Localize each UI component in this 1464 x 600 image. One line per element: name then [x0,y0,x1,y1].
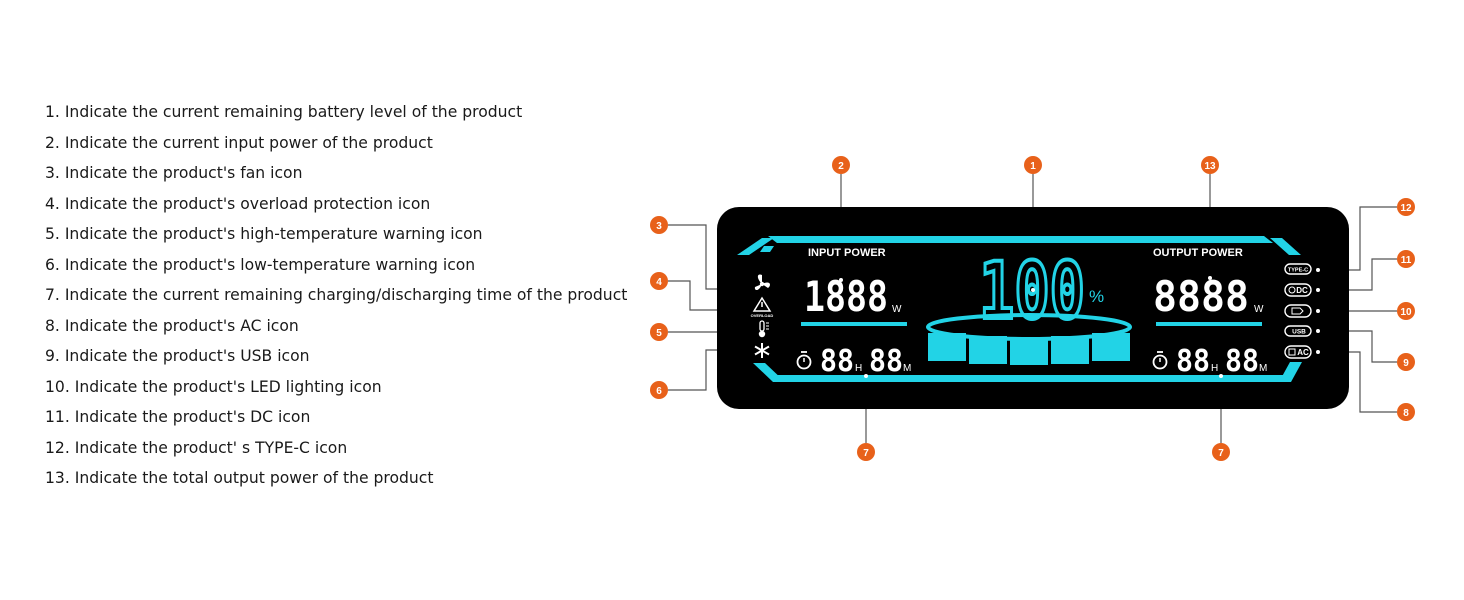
legend-item-5: 5. Indicate the product's high-temperatu… [45,225,483,243]
ac-icon: AC [1284,345,1312,359]
legend-list: 1. Indicate the current remaining batter… [45,98,627,495]
legend-item-4: 4. Indicate the product's overload prote… [45,194,431,213]
usb-icon: USB [1284,325,1312,337]
output-minutes-unit: M [1259,363,1267,374]
type-c-icon: TYPE-C [1284,263,1312,275]
output-minutes-digits: 88 [1225,344,1259,379]
callout-3: 3 [650,216,668,234]
usb-text: USB [1292,329,1306,336]
input-hours-digits: 88 [820,344,854,379]
legend-item-13: 13. Indicate the total output power of t… [45,469,434,487]
fan-icon [754,274,770,291]
low-temperature-icon [754,343,770,358]
svg-text:3: 3 [656,221,662,232]
svg-text:2: 2 [838,161,844,172]
legend-item-12: 12. Indicate the product' s TYPE-C icon [45,438,348,457]
legend-item-3: 3. Indicate the product's fan icon [45,164,303,182]
svg-text:7: 7 [1218,448,1224,459]
svg-text:12: 12 [1400,203,1412,214]
output-power-label: OUTPUT POWER [1153,247,1243,259]
svg-text:7: 7 [863,448,869,459]
led-light-icon [1284,304,1312,318]
legend-item-2: 2. Indicate the current input power of t… [45,133,433,152]
anchor-dots [839,268,1320,378]
svg-text:8: 8 [1403,408,1409,419]
output-underline [1156,322,1262,326]
output-watt-unit: W [1254,304,1264,315]
ac-text: AC [1297,348,1309,357]
svg-text:10: 10 [1400,307,1412,318]
svg-text:6: 6 [656,386,662,397]
output-hours-digits: 88 [1176,344,1210,379]
battery-percentage-digits: 100 [979,247,1085,337]
callout-10: 10 [1397,302,1415,320]
callout-12: 12 [1397,198,1415,216]
callout-13: 13 [1201,156,1219,174]
callout-7-input: 7 [857,443,875,461]
svg-text:5: 5 [656,328,662,339]
legend-item-9: 9. Indicate the product's USB icon [45,347,310,365]
legend-item-8: 8. Indicate the product's AC icon [45,316,299,335]
battery-percent-sign: % [1089,287,1104,306]
dc-text: DC [1296,286,1308,295]
input-power-digits: 1888 [804,272,888,321]
input-minutes-digits: 88 [869,344,903,379]
input-underline [801,322,907,326]
overload-icon: OVERLOAD [751,296,774,318]
input-watt-unit: W [892,304,902,315]
legend-item-1: 1. Indicate the current remaining batter… [45,103,523,121]
callout-6: 6 [650,381,668,399]
type-c-text: TYPE-C [1288,268,1308,274]
callout-1: 1 [1024,156,1042,174]
callout-8: 8 [1397,403,1415,421]
callout-4: 4 [650,272,668,290]
svg-text:9: 9 [1403,358,1409,369]
svg-text:11: 11 [1401,255,1412,266]
legend-item-10: 10. Indicate the product's LED lighting … [45,377,382,396]
svg-text:4: 4 [656,277,662,288]
dc-icon: DC [1284,283,1312,297]
legend-item-11: 11. Indicate the product's DC icon [45,408,311,426]
input-power-label: INPUT POWER [808,247,886,259]
legend-item-6: 6. Indicate the product's low-temperatur… [45,255,476,274]
callout-5: 5 [650,323,668,341]
output-power-digits: 8888 [1153,272,1249,321]
input-minutes-unit: M [903,363,911,374]
battery-level-gauge [926,313,1132,365]
callout-9: 9 [1397,353,1415,371]
frame-accents [737,236,1302,382]
high-temperature-icon [758,320,769,338]
overload-text: OVERLOAD [751,313,774,318]
lcd-panel [717,207,1349,409]
output-timer-icon [1152,351,1168,370]
callout-11: 11 [1397,250,1415,268]
output-hours-unit: H [1211,363,1218,374]
callout-7-output: 7 [1212,443,1230,461]
callout-2: 2 [832,156,850,174]
legend-item-7: 7. Indicate the current remaining chargi… [45,286,628,304]
svg-text:1: 1 [1030,161,1036,172]
input-timer-icon [796,351,812,370]
svg-text:13: 13 [1204,161,1216,172]
input-hours-unit: H [855,363,862,374]
